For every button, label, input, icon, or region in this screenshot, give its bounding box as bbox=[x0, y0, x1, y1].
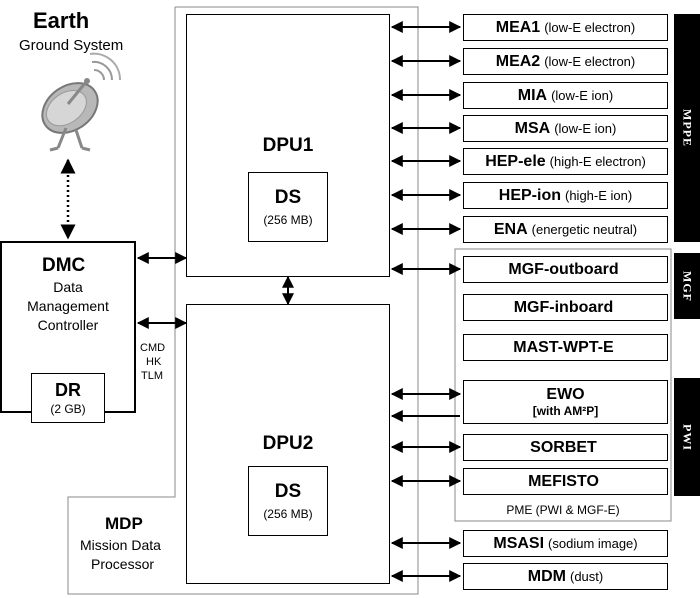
instrument-name: ENA bbox=[493, 220, 528, 238]
instrument-desc: (sodium image) bbox=[548, 536, 638, 551]
mgf-group-label: MGF bbox=[680, 270, 695, 302]
instrument-mgf-inboard: MGF-inboard bbox=[463, 294, 668, 321]
instrument-mgf-outboard: MGF-outboard bbox=[463, 256, 668, 283]
instrument-desc: [with AM²P] bbox=[532, 404, 599, 418]
mgf-group-bar bbox=[674, 253, 700, 319]
dr-size: (2 GB) bbox=[50, 402, 86, 416]
dpu1-box: DPU1 DS (256 MB) bbox=[186, 14, 390, 277]
pwi-group-bar bbox=[674, 378, 700, 496]
instrument-desc: (low-E electron) bbox=[544, 54, 636, 69]
instrument-mia: MIA (low-E ion) bbox=[463, 82, 668, 109]
instrument-name: MEA1 bbox=[495, 18, 541, 36]
dmc-line1: Data bbox=[53, 279, 83, 295]
instrument-name: MIA bbox=[517, 86, 548, 104]
instrument-mdm: MDM (dust) bbox=[463, 563, 668, 590]
dpu1-name: DPU1 bbox=[262, 135, 314, 156]
instrument-name: MSA bbox=[514, 119, 551, 137]
instrument-desc: (high-E electron) bbox=[549, 154, 646, 169]
instrument-name: MGF-outboard bbox=[508, 260, 619, 278]
instrument-name: MGF-inboard bbox=[513, 298, 614, 316]
dpu2-ds-size: (256 MB) bbox=[263, 507, 313, 521]
pme-outline bbox=[454, 248, 672, 522]
dpu1-instrument-links bbox=[390, 21, 462, 275]
dpu2-name: DPU2 bbox=[262, 433, 314, 454]
pme-label: PME (PWI & MGF-E) bbox=[506, 503, 620, 517]
instrument-desc: (dust) bbox=[569, 569, 604, 584]
link-label-cmd: CMD bbox=[140, 342, 166, 354]
mdp-line2: Processor bbox=[91, 556, 155, 572]
dpu2-box: DPU2 DS (256 MB) bbox=[186, 304, 390, 584]
earth-title: Earth bbox=[33, 8, 90, 33]
instrument-ena: ENA (energetic neutral) bbox=[463, 216, 668, 243]
earth-subtitle: Ground System bbox=[19, 37, 124, 54]
mppe-group-bar bbox=[674, 14, 700, 242]
dpu1-ds-size: (256 MB) bbox=[263, 213, 313, 227]
instrument-mefisto: MEFISTO bbox=[463, 468, 668, 495]
instrument-ewo: EWO [with AM²P] bbox=[463, 380, 668, 424]
instrument-desc: (low-E ion) bbox=[551, 88, 614, 103]
instrument-desc: (energetic neutral) bbox=[531, 222, 638, 237]
link-label-hk: HK bbox=[146, 356, 162, 368]
instrument-name: MAST-WPT-E bbox=[513, 338, 614, 356]
instrument-mast-wpt-e: MAST-WPT-E bbox=[463, 334, 668, 361]
mdp-line1: Mission Data bbox=[80, 537, 161, 553]
dmc-box: DMC Data Management Controller DR (2 GB) bbox=[0, 241, 136, 423]
instrument-hep-ele: HEP-ele (high-E electron) bbox=[463, 148, 668, 175]
instrument-desc: (low-E ion) bbox=[554, 121, 617, 136]
dr-name: DR bbox=[55, 380, 81, 400]
dmc-line3: Controller bbox=[37, 317, 99, 333]
instrument-name: SORBET bbox=[530, 438, 597, 456]
dpu2-instrument-links bbox=[390, 388, 462, 582]
dpu1-ds-box: DS (256 MB) bbox=[248, 172, 328, 242]
instrument-name: MEFISTO bbox=[528, 472, 599, 490]
instrument-mea2: MEA2 (low-E electron) bbox=[463, 48, 668, 75]
instrument-name: HEP-ion bbox=[498, 186, 561, 204]
instrument-msa: MSA (low-E ion) bbox=[463, 115, 668, 142]
dpu2-ds-name: DS bbox=[274, 481, 302, 502]
dmc-line2: Management bbox=[27, 298, 109, 314]
mppe-group-label: MPPE bbox=[680, 109, 695, 147]
instrument-msasi: MSASI (sodium image) bbox=[463, 530, 668, 557]
instrument-name: HEP-ele bbox=[485, 152, 546, 170]
dpu1-ds-name: DS bbox=[274, 187, 302, 208]
instrument-desc: (low-E electron) bbox=[544, 20, 636, 35]
instrument-sorbet: SORBET bbox=[463, 434, 668, 461]
satellite-dish-icon bbox=[41, 52, 122, 152]
instrument-desc: (high-E ion) bbox=[565, 188, 633, 203]
pwi-group-label: PWI bbox=[680, 423, 695, 451]
mdp-outline bbox=[67, 6, 419, 595]
instrument-mea1: MEA1 (low-E electron) bbox=[463, 14, 668, 41]
dmc-acronym: DMC bbox=[42, 255, 86, 276]
dr-box: DR (2 GB) bbox=[31, 373, 105, 423]
link-label-tlm: TLM bbox=[141, 370, 163, 382]
mdp-acronym: MDP bbox=[105, 514, 143, 533]
instrument-name: MDM bbox=[527, 567, 566, 585]
instrument-hep-ion: HEP-ion (high-E ion) bbox=[463, 182, 668, 209]
instrument-name: MEA2 bbox=[495, 52, 541, 70]
instrument-name: MSASI bbox=[493, 534, 545, 552]
dpu2-ds-box: DS (256 MB) bbox=[248, 466, 328, 536]
instrument-name: EWO bbox=[546, 386, 585, 403]
